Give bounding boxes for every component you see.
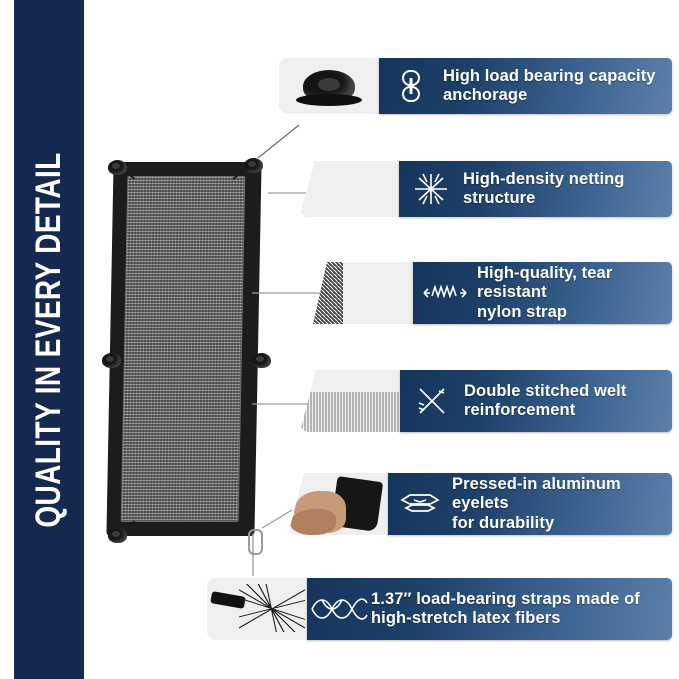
side-banner: QUALITY IN EVERY DETAIL [14, 0, 84, 679]
callout-anchorage[interactable]: High load bearing capacity anchorage [279, 58, 672, 114]
callout-nylon-strap[interactable]: High-quality, tear resistant nylon strap [313, 262, 672, 324]
crossed-stitch-icon [400, 385, 464, 417]
netting-weave-icon [399, 172, 463, 206]
anchor-hook-top-right [244, 158, 263, 173]
net-mesh-panel [120, 176, 246, 522]
callout-bar: High-quality, tear resistant nylon strap [413, 262, 672, 324]
callout-netting[interactable]: High-density netting structure [299, 161, 672, 217]
product-image [100, 150, 271, 555]
callout-text: 1.37″ load-bearing straps made of high-s… [371, 589, 640, 627]
side-banner-text: QUALITY IN EVERY DETAIL [29, 151, 68, 528]
callout-text: High-density netting structure [463, 169, 625, 207]
callout-bar: 1.37″ load-bearing straps made of high-s… [307, 578, 672, 640]
stretch-arrow-icon [413, 282, 477, 304]
anchor-hook-mid-left [102, 353, 121, 368]
braided-fiber-icon [307, 596, 371, 622]
anchor-hook-photo [279, 58, 379, 114]
eyelet-grommet-icon [388, 491, 452, 517]
latex-fiber-photo [207, 578, 307, 640]
callout-bar: Pressed-in aluminum eyelets for durabili… [388, 473, 672, 535]
chain-link-icon [379, 69, 443, 103]
anchor-hook-bottom-left [108, 528, 127, 543]
welt-edge-photo [300, 370, 400, 432]
callout-bar: Double stitched welt reinforcement [400, 370, 672, 432]
callout-welt[interactable]: Double stitched welt reinforcement [300, 370, 672, 432]
callout-eyelets[interactable]: Pressed-in aluminum eyelets for durabili… [288, 473, 672, 535]
callout-bar: High-density netting structure [399, 161, 672, 217]
eyelet-loop-bottom-right [248, 529, 263, 555]
callout-text: High-quality, tear resistant nylon strap [477, 263, 613, 321]
anchor-hook-top-left [108, 160, 127, 175]
nylon-strap-photo [313, 262, 413, 324]
callout-bar: High load bearing capacity anchorage [379, 58, 672, 114]
callout-latex-straps[interactable]: 1.37″ load-bearing straps made of high-s… [207, 578, 672, 640]
hook-stem [244, 360, 256, 362]
eyelet-install-photo [288, 473, 388, 535]
callout-text: Double stitched welt reinforcement [464, 381, 627, 419]
callout-text: High load bearing capacity anchorage [443, 66, 656, 104]
anchor-hook-mid-right [252, 353, 271, 368]
callout-text: Pressed-in aluminum eyelets for durabili… [452, 474, 621, 532]
netting-texture-photo [299, 161, 399, 217]
